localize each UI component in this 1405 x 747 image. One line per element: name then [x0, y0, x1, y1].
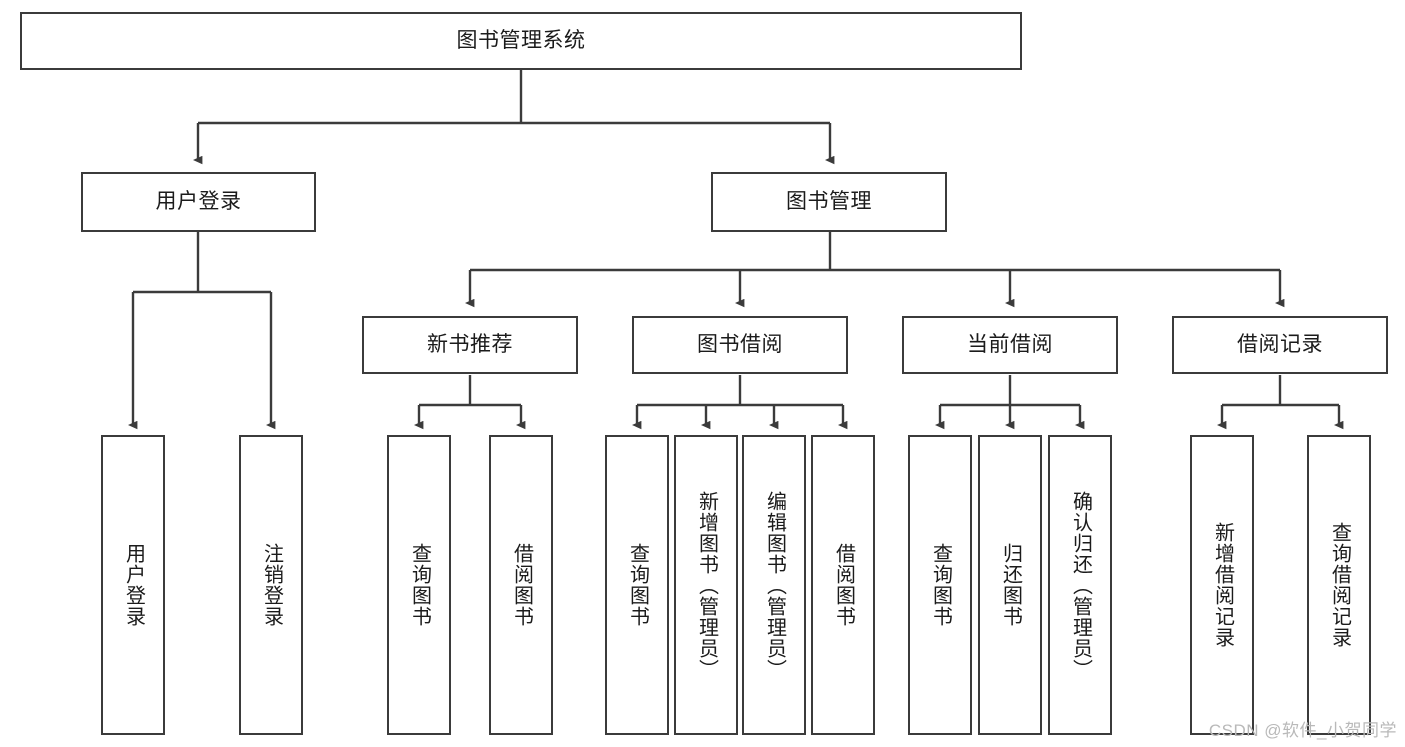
node-book-management[interactable]: 图书管理 [711, 172, 947, 232]
book-mgmt-connectors [465, 232, 1285, 308]
node-leaf-user-login-login[interactable]: 用户登录 [101, 435, 165, 735]
node-label-leaf: 查询图书 [929, 543, 952, 627]
node-leaf-record-add[interactable]: 新增借阅记录 [1190, 435, 1254, 735]
borrow-record-connectors [1217, 375, 1344, 430]
new-book-connectors [414, 375, 526, 430]
node-leaf-user-login-logout[interactable]: 注销登录 [239, 435, 303, 735]
node-label-leaf: 查询图书 [626, 543, 649, 627]
node-leaf-current-borrow-confirm[interactable]: 确认归还（管理员） [1048, 435, 1112, 735]
node-leaf-new-book-borrow[interactable]: 借阅图书 [489, 435, 553, 735]
node-leaf-current-borrow-query[interactable]: 查询图书 [908, 435, 972, 735]
node-label-book-borrow: 图书借阅 [697, 332, 783, 356]
node-label-book-management: 图书管理 [786, 189, 872, 213]
node-label-leaf: 编辑图书（管理员） [763, 490, 786, 680]
node-label-leaf: 借阅图书 [832, 543, 855, 627]
node-root-system[interactable]: 图书管理系统 [20, 12, 1022, 70]
node-leaf-book-borrow-edit[interactable]: 编辑图书（管理员） [742, 435, 806, 735]
node-label-leaf: 查询图书 [408, 543, 431, 627]
node-label-leaf: 新增借阅记录 [1211, 522, 1234, 648]
node-label-leaf: 确认归还（管理员） [1069, 490, 1092, 680]
node-leaf-current-borrow-return[interactable]: 归还图书 [978, 435, 1042, 735]
node-leaf-new-book-query[interactable]: 查询图书 [387, 435, 451, 735]
node-label-leaf: 借阅图书 [510, 543, 533, 627]
node-new-book-recommend[interactable]: 新书推荐 [362, 316, 578, 374]
node-label-borrow-record: 借阅记录 [1237, 332, 1323, 356]
node-user-login[interactable]: 用户登录 [81, 172, 316, 232]
node-label-leaf: 新增图书（管理员） [695, 490, 718, 680]
node-leaf-book-borrow-query[interactable]: 查询图书 [605, 435, 669, 735]
user-login-connectors [128, 232, 276, 430]
node-leaf-record-query[interactable]: 查询借阅记录 [1307, 435, 1371, 735]
node-label-root: 图书管理系统 [456, 28, 586, 52]
book-borrow-connectors [632, 375, 848, 430]
node-label-current-borrow: 当前借阅 [967, 332, 1053, 356]
node-label-leaf: 查询借阅记录 [1328, 522, 1351, 648]
node-label-leaf: 归还图书 [999, 543, 1022, 627]
node-book-borrow[interactable]: 图书借阅 [632, 316, 848, 374]
node-current-borrow[interactable]: 当前借阅 [902, 316, 1118, 374]
node-leaf-book-borrow-borrow[interactable]: 借阅图书 [811, 435, 875, 735]
current-borrow-connectors [935, 375, 1085, 430]
node-label-leaf: 用户登录 [122, 543, 145, 627]
root-connectors [193, 70, 835, 165]
node-label-user-login: 用户登录 [155, 189, 242, 213]
node-borrow-record[interactable]: 借阅记录 [1172, 316, 1388, 374]
node-label-new-book-recommend: 新书推荐 [427, 332, 513, 356]
node-leaf-book-borrow-add[interactable]: 新增图书（管理员） [674, 435, 738, 735]
node-label-leaf: 注销登录 [260, 543, 283, 627]
